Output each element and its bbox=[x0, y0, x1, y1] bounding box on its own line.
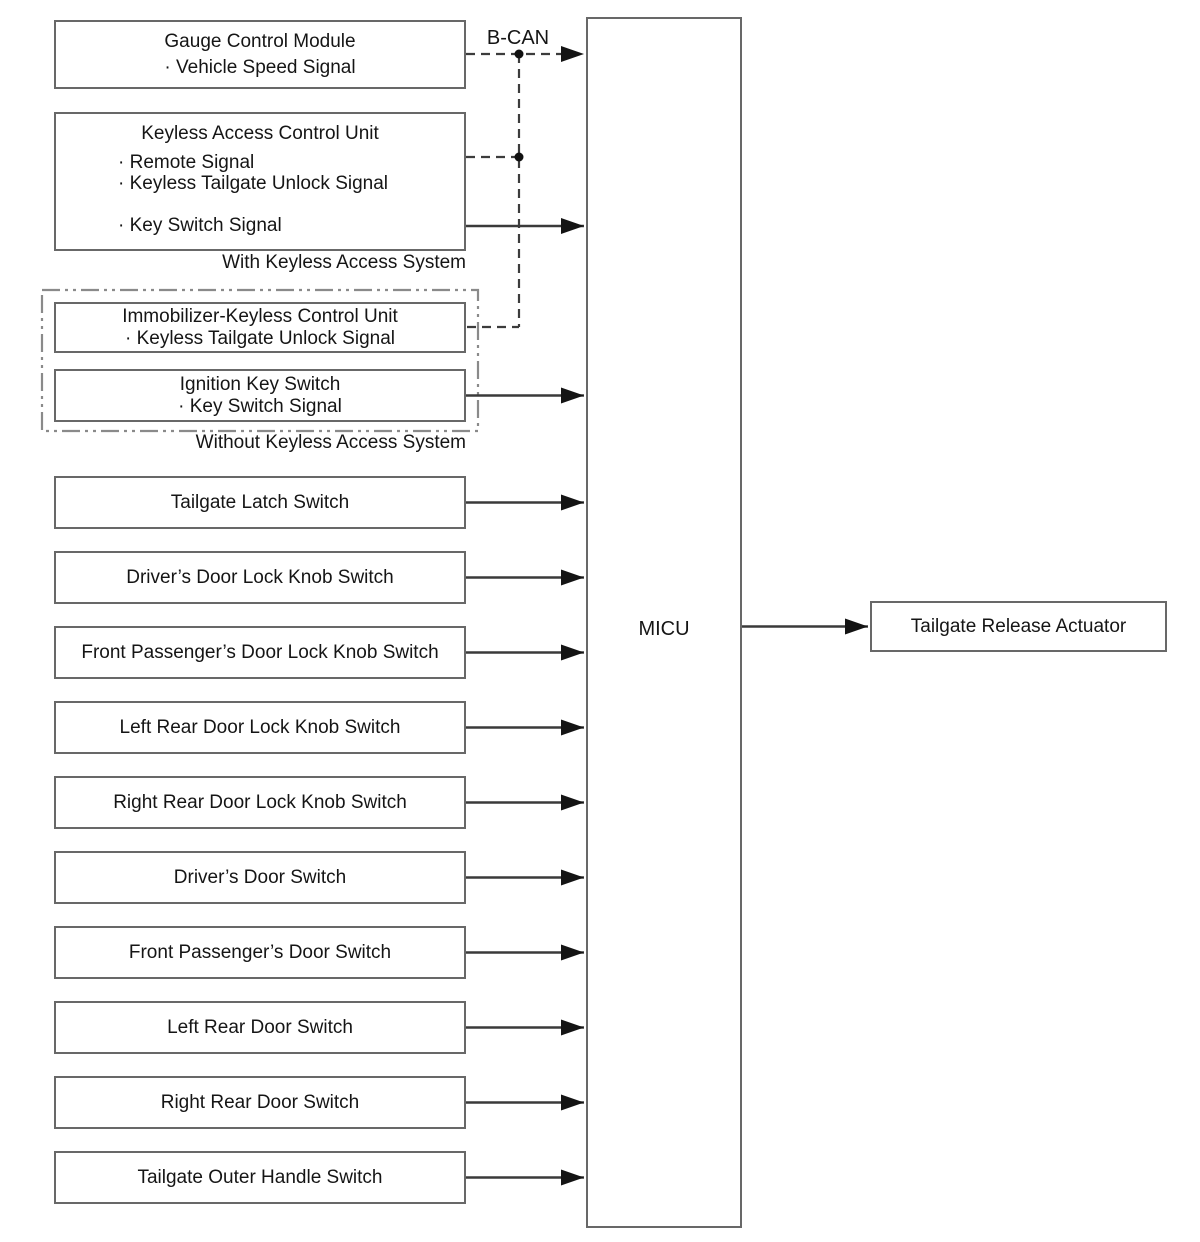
bcan-junction-dot-top bbox=[514, 49, 524, 59]
keyless-access-control-unit-box: Keyless Access Control Unit · Remote Sig… bbox=[54, 112, 466, 251]
remote-signal-item: · Remote Signal bbox=[118, 152, 255, 173]
right-rear-door-lock-knob-switch-box: Right Rear Door Lock Knob Switch bbox=[54, 776, 466, 829]
vehicle-speed-signal-item: · Vehicle Speed Signal bbox=[164, 56, 356, 78]
tailgate-release-actuator-label: Tailgate Release Actuator bbox=[910, 615, 1127, 637]
front-passengers-door-switch-label: Front Passenger’s Door Switch bbox=[128, 941, 392, 963]
with-keyless-access-caption: With Keyless Access System bbox=[222, 252, 466, 273]
tailgate-latch-switch-label: Tailgate Latch Switch bbox=[170, 491, 350, 513]
drivers-door-lock-knob-switch-label: Driver’s Door Lock Knob Switch bbox=[126, 566, 394, 588]
without-keyless-access-caption: Without Keyless Access System bbox=[195, 432, 466, 453]
tailgate-outer-handle-switch-box: Tailgate Outer Handle Switch bbox=[54, 1151, 466, 1204]
gauge-control-module-title: Gauge Control Module bbox=[164, 30, 356, 52]
immobilizer-keyless-control-unit-box: Immobilizer-Keyless Control Unit · Keyle… bbox=[54, 302, 466, 353]
ignition-key-switch-title: Ignition Key Switch bbox=[179, 373, 341, 395]
micu-box: MICU bbox=[586, 17, 742, 1228]
left-rear-door-switch-label: Left Rear Door Switch bbox=[167, 1016, 353, 1038]
immobilizer-keyless-control-unit-title: Immobilizer-Keyless Control Unit bbox=[122, 305, 398, 327]
gauge-control-module-box: Gauge Control Module · Vehicle Speed Sig… bbox=[54, 20, 466, 89]
right-rear-door-switch-box: Right Rear Door Switch bbox=[54, 1076, 466, 1129]
without-keyless-group-frame bbox=[40, 288, 480, 433]
tailgate-outer-handle-switch-label: Tailgate Outer Handle Switch bbox=[137, 1166, 383, 1188]
left-rear-door-lock-knob-switch-box: Left Rear Door Lock Knob Switch bbox=[54, 701, 466, 754]
left-rear-door-switch-box: Left Rear Door Switch bbox=[54, 1001, 466, 1054]
front-passengers-door-lock-knob-switch-box: Front Passenger’s Door Lock Knob Switch bbox=[54, 626, 466, 679]
drivers-door-switch-box: Driver’s Door Switch bbox=[54, 851, 466, 904]
front-passengers-door-switch-box: Front Passenger’s Door Switch bbox=[54, 926, 466, 979]
micu-label: MICU bbox=[638, 618, 690, 640]
left-rear-door-lock-knob-switch-label: Left Rear Door Lock Knob Switch bbox=[119, 716, 401, 738]
immobilizer-keyless-tailgate-unlock-item: · Keyless Tailgate Unlock Signal bbox=[124, 327, 395, 349]
tailgate-latch-switch-box: Tailgate Latch Switch bbox=[54, 476, 466, 529]
right-rear-door-lock-knob-switch-label: Right Rear Door Lock Knob Switch bbox=[113, 791, 407, 813]
drivers-door-switch-label: Driver’s Door Switch bbox=[173, 866, 347, 888]
bcan-label: B-CAN bbox=[486, 27, 550, 49]
bcan-junction-dot-keyless bbox=[514, 152, 524, 162]
ignition-key-switch-signal-item: · Key Switch Signal bbox=[178, 395, 342, 417]
keyless-access-control-unit-title: Keyless Access Control Unit bbox=[141, 123, 379, 144]
drivers-door-lock-knob-switch-box: Driver’s Door Lock Knob Switch bbox=[54, 551, 466, 604]
ignition-key-switch-box: Ignition Key Switch · Key Switch Signal bbox=[54, 369, 466, 422]
front-passengers-door-lock-knob-switch-label: Front Passenger’s Door Lock Knob Switch bbox=[81, 641, 439, 663]
key-switch-signal-item: · Key Switch Signal bbox=[118, 215, 282, 236]
right-rear-door-switch-label: Right Rear Door Switch bbox=[160, 1091, 360, 1113]
tailgate-release-actuator-box: Tailgate Release Actuator bbox=[870, 601, 1167, 652]
keyless-tailgate-unlock-signal-item: · Keyless Tailgate Unlock Signal bbox=[118, 173, 389, 194]
